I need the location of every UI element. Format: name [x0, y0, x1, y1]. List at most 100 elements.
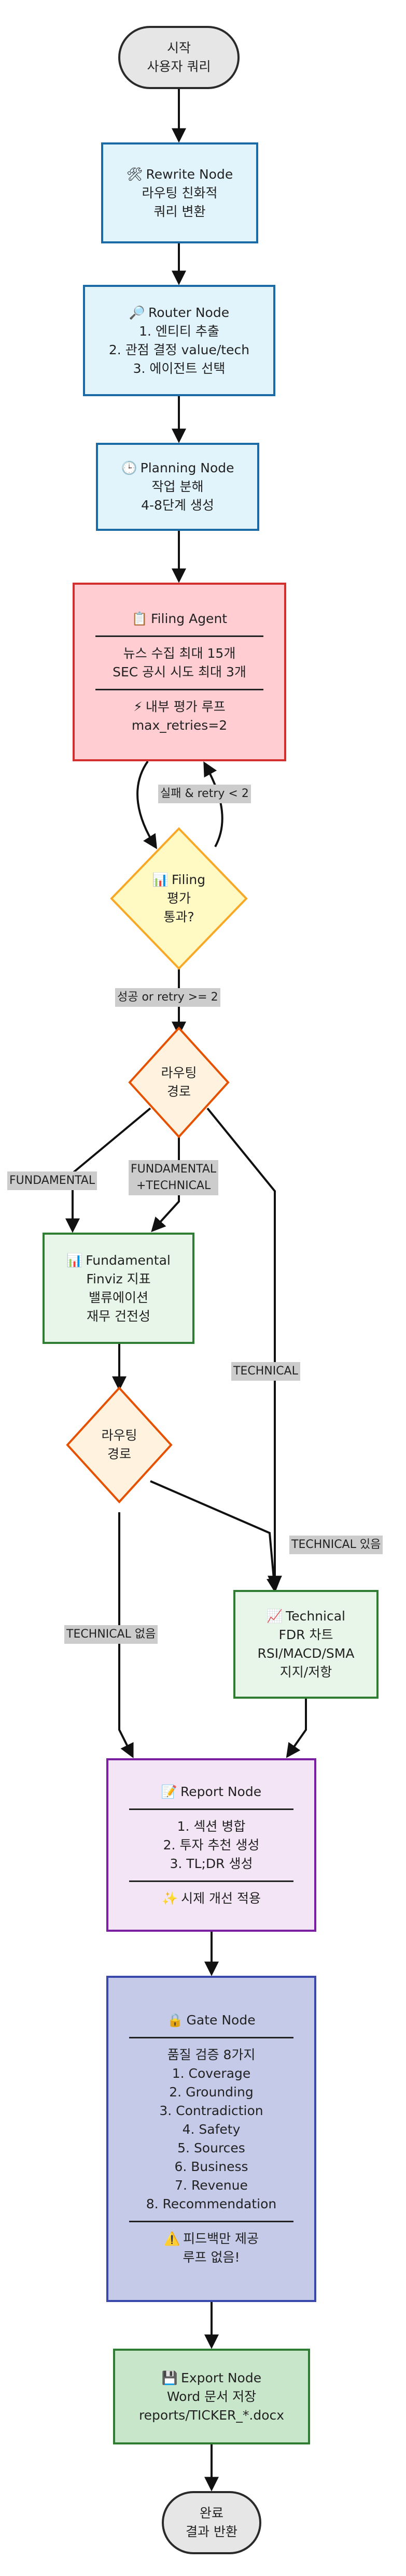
- report-separator-2: [129, 1880, 294, 1882]
- filing-eval-line-2: 통과?: [163, 909, 194, 924]
- gate-separator-1: [129, 2037, 294, 2038]
- router-node: 🔎Router Node 1. 엔티티 추출 2. 관점 결정 value/te…: [83, 285, 275, 396]
- gate-line-3: 2. Grounding: [169, 2085, 254, 2100]
- filing-retries: max_retries=2: [131, 717, 228, 733]
- technical-line-3: 지지/저항: [279, 1665, 332, 1680]
- gate-line-9: 8. Recommendation: [146, 2196, 277, 2211]
- route1-line-2: 경로: [166, 1084, 191, 1099]
- edge-label-retry: 실패 & retry < 2: [158, 785, 251, 803]
- route1-diamond: [128, 1026, 230, 1138]
- fundamental-node: 📊Fundamental Finviz 지표 밸류에이션 재무 건전성: [43, 1233, 194, 1344]
- edge-label-fundamental-technical: FUNDAMENTAL +TECHNICAL: [129, 1160, 219, 1195]
- filing-eval-diamond: [110, 827, 248, 970]
- gate-line-6: 5. Sources: [177, 2140, 245, 2155]
- export-title-text: Export Node: [181, 2370, 262, 2385]
- technical-title-text: Technical: [286, 1609, 345, 1624]
- filing-loop-text: 내부 평가 루프: [145, 699, 226, 714]
- gate-line-4: 3. Contradiction: [159, 2103, 263, 2118]
- gate-footer-2: 루프 없음!: [183, 2250, 240, 2265]
- technical-title: 📈Technical: [267, 1607, 345, 1626]
- filing-eval-title-text: Filing: [172, 872, 206, 887]
- lock-icon: 🔒: [167, 2013, 184, 2028]
- edge-filing-eval: [136, 760, 158, 849]
- report-line-2: 2. 투자 추천 생성: [163, 1837, 260, 1853]
- export-title: 💾Export Node: [162, 2369, 261, 2387]
- warning-icon: ⚠️: [163, 2231, 180, 2246]
- start-line-1: 시작: [166, 40, 191, 55]
- edge-route1-technical: [206, 1107, 282, 1590]
- start-line-2: 사용자 쿼리: [147, 59, 211, 74]
- edge-technical-report: [286, 1699, 307, 1758]
- technical-line-1: FDR 차트: [278, 1627, 333, 1642]
- filing-eval-line-1: 평가: [166, 891, 191, 906]
- bar-chart-icon: 📊: [66, 1252, 83, 1268]
- report-footer: ✨시제 개선 적용: [162, 1889, 261, 1908]
- filing-title-text: Filing Agent: [151, 611, 228, 626]
- filing-eval-title: 📊Filing: [152, 871, 205, 889]
- edge-label-pass: 성공 or retry >= 2: [115, 988, 220, 1007]
- gate-line-8: 7. Revenue: [175, 2178, 248, 2193]
- route2-line-1: 라우팅: [101, 1428, 137, 1443]
- filing-title: 📋Filing Agent: [132, 610, 227, 628]
- clock-icon: 🕒: [121, 460, 137, 475]
- edge-label-ft-line-1: FUNDAMENTAL: [131, 1163, 217, 1176]
- filing-separator-1: [95, 635, 263, 637]
- filing-agent-node: 📋Filing Agent 뉴스 수집 최대 15개 SEC 공시 시도 최대 …: [73, 583, 286, 761]
- technical-line-2: RSI/MACD/SMA: [257, 1646, 355, 1661]
- planning-title: 🕒Planning Node: [121, 459, 234, 477]
- route1-text: 라우팅 경로: [143, 1062, 215, 1103]
- planning-line-1: 작업 분해: [151, 479, 204, 494]
- edge-label-technical-yes: TECHNICAL 있음: [289, 1536, 383, 1554]
- technical-node: 📈Technical FDR 차트 RSI/MACD/SMA 지지/저항: [233, 1590, 379, 1699]
- report-title-text: Report Node: [180, 1784, 262, 1799]
- rewrite-line-2: 쿼리 변환: [153, 204, 206, 219]
- magnifier-icon: 🔎: [129, 305, 146, 320]
- filing-line-1: 뉴스 수집 최대 15개: [123, 645, 236, 661]
- route1-line-1: 라우팅: [161, 1065, 197, 1080]
- edge-label-fundamental: FUNDAMENTAL: [7, 1171, 97, 1190]
- fundamental-line-2: 밸류에이션: [88, 1290, 148, 1305]
- report-node: 📝Report Node 1. 섹션 병합 2. 투자 추천 생성 3. TL;…: [106, 1758, 316, 1932]
- tools-icon: 🛠: [126, 166, 143, 182]
- edge-route2-report: [118, 1512, 134, 1759]
- end-line-2: 결과 반환: [186, 2524, 237, 2539]
- route2-line-2: 경로: [107, 1446, 131, 1461]
- planning-node: 🕒Planning Node 작업 분해 4-8단계 생성: [96, 443, 259, 531]
- edge-eval-retry: [203, 761, 223, 847]
- rewrite-line-1: 라우팅 친화적: [142, 185, 218, 200]
- fundamental-title: 📊Fundamental: [66, 1251, 171, 1270]
- edge-label-ft-line-2: +TECHNICAL: [136, 1179, 211, 1192]
- gate-separator-2: [129, 2221, 294, 2222]
- start-node: 시작 사용자 쿼리: [118, 26, 240, 89]
- router-title-text: Router Node: [148, 305, 230, 320]
- fundamental-line-1: Finviz 지표: [86, 1271, 151, 1286]
- end-node: 완료 결과 반환: [162, 2491, 261, 2554]
- gate-line-5: 4. Safety: [182, 2122, 241, 2137]
- gate-line-1: 품질 검증 8가지: [167, 2047, 256, 2062]
- report-separator-1: [129, 1808, 294, 1810]
- floppy-disk-icon: 💾: [161, 2370, 178, 2385]
- filing-separator-2: [95, 688, 263, 690]
- gate-title-text: Gate Node: [186, 2013, 256, 2028]
- bar-chart-icon: 📊: [152, 872, 169, 887]
- fundamental-line-3: 재무 건전성: [87, 1308, 150, 1324]
- router-line-2: 2. 관점 결정 value/tech: [108, 342, 250, 357]
- router-title: 🔎Router Node: [129, 303, 229, 322]
- line-chart-icon: 📈: [267, 1609, 283, 1624]
- sparkles-icon: ✨: [161, 1890, 178, 1906]
- gate-line-7: 6. Business: [174, 2159, 248, 2174]
- router-line-1: 1. 엔티티 추출: [139, 323, 219, 339]
- route2-text: 라우팅 경로: [83, 1424, 156, 1466]
- report-line-1: 1. 섹션 병합: [177, 1818, 246, 1834]
- filing-loop: ⚡내부 평가 루프: [133, 698, 225, 716]
- rewrite-title-text: Rewrite Node: [146, 166, 233, 182]
- filing-eval-text: 📊Filing 평가 통과?: [127, 862, 231, 935]
- rewrite-node: 🛠Rewrite Node 라우팅 친화적 쿼리 변환: [101, 142, 258, 243]
- report-title: 📝Report Node: [161, 1783, 261, 1801]
- edge-route1-fund-tech: [151, 1137, 180, 1233]
- end-line-1: 완료: [199, 2506, 223, 2521]
- gate-title: 🔒Gate Node: [167, 2011, 255, 2030]
- rewrite-title: 🛠Rewrite Node: [127, 165, 233, 184]
- export-node: 💾Export Node Word 문서 저장 reports/TICKER_*…: [113, 2349, 310, 2444]
